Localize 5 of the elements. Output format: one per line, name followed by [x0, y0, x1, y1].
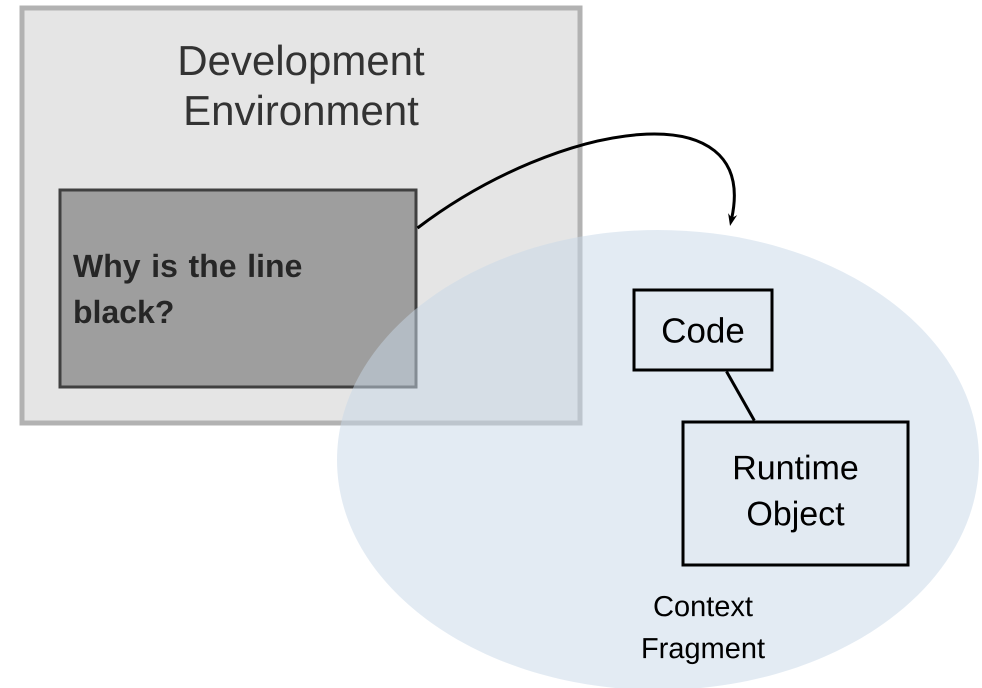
connector	[725, 370, 756, 422]
connector	[416, 133, 738, 230]
question-box: Why is the line black?	[58, 188, 418, 388]
code-box: Code	[632, 288, 774, 372]
runtime-box: Runtime Object	[682, 420, 910, 566]
